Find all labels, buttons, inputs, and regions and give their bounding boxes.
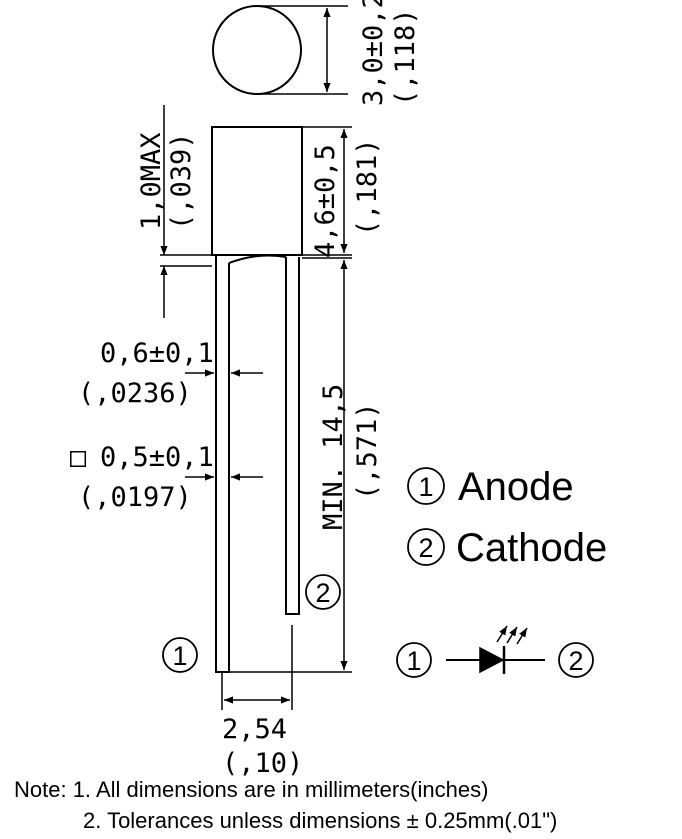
legend-item-anode: 1 Anode [407,465,574,509]
diameter-label: 3,0±0,2 [358,0,389,106]
led-outline-drawing: 3,0±0,2 (,118) 1,0MAX (,039) 4,6±0,5 (,1… [70,0,607,779]
lead-spacing-label: 2,54 [222,714,287,745]
lead-square-inch-label: (,0197) [78,482,192,513]
led-schematic: 1 2 [396,625,594,678]
led-diode-icon [479,625,528,674]
side-view: 1,0MAX (,039) 4,6±0,5 (,181) MIN. 14,5 (… [70,105,383,779]
cathode-lead [285,257,300,615]
lead-shoulder-label: 0,6±0,1 [100,338,214,369]
pin1-marker: 1 [162,637,198,673]
pin-legend: 1 Anode 2 Cathode [407,465,607,570]
svg-text:2: 2 [315,578,330,608]
note-line-1: Note: 1. All dimensions are in millimete… [14,777,489,802]
legend-label: Cathode [456,526,607,570]
pin2-marker: 2 [305,574,341,610]
lead-length-inch-label: (,571) [352,402,383,500]
base-gap-inch-label: (,039) [166,132,197,230]
lead-square-label: 0,5±0,1 [100,442,214,473]
lead-square-symbol: □ [70,442,87,473]
lead-length-label: MIN. 14,5 [318,384,349,530]
legend-number: 1 [418,472,433,502]
body-height-inch-label: (,181) [352,138,383,236]
lead-shoulder-inch-label: (,0236) [78,378,192,409]
top-view-circle [212,5,302,95]
svg-text:1: 1 [172,641,187,671]
led-body [211,126,303,256]
body-height-label: 4,6±0,5 [310,144,341,258]
diameter-inch-label: (,118) [390,8,421,106]
legend-item-cathode: 2 Cathode [407,526,607,570]
top-view: 3,0±0,2 (,118) [212,0,421,106]
base-gap-label: 1,0MAX [136,132,167,230]
schematic-left-marker: 1 [406,646,421,676]
legend-number: 2 [418,533,433,563]
lead-spacing-inch-label: (,10) [222,748,303,779]
schematic-right-marker: 2 [568,646,583,676]
legend-label: Anode [458,465,574,509]
note-line-2: 2. Tolerances unless dimensions ± 0.25mm… [83,808,558,833]
anode-lead [215,255,230,673]
